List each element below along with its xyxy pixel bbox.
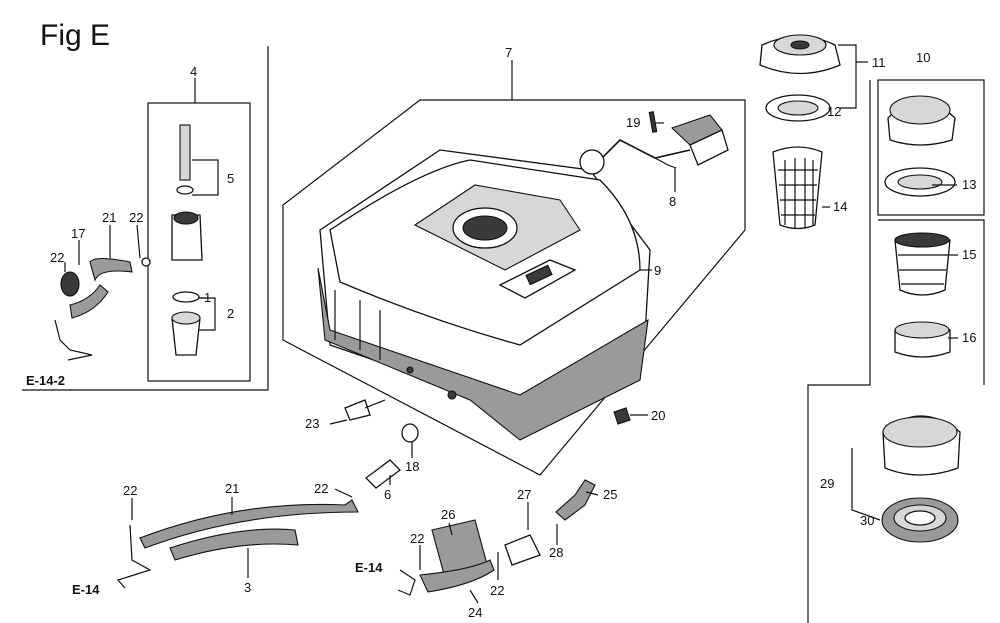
callout-6: 6: [384, 487, 391, 502]
callout-20: 20: [651, 408, 665, 423]
callout-25: 25: [603, 487, 617, 502]
strainer-15-16: [894, 232, 951, 358]
callout-19: 19: [626, 115, 640, 130]
callout-21-lower: 21: [225, 481, 239, 496]
reference-e-14-right: E-14: [355, 560, 383, 575]
callout-16: 16: [962, 330, 976, 345]
reference-e-14-lower: E-14: [72, 582, 100, 597]
callout-12: 12: [827, 104, 841, 119]
callout-15: 15: [962, 247, 976, 262]
callout-numbers: 7 4 5 1 2 21 22 17 22 E-14-2 11 10 12 14…: [26, 45, 976, 620]
callout-8: 8: [669, 194, 676, 209]
fuel-valve-assembly: [60, 124, 203, 356]
callout-28: 28: [549, 545, 563, 560]
callout-17: 17: [71, 226, 85, 241]
callout-21-upper: 21: [102, 210, 116, 225]
callout-29: 29: [820, 476, 834, 491]
callout-2: 2: [227, 306, 234, 321]
callout-27: 27: [517, 487, 531, 502]
callout-22-left: 22: [50, 250, 64, 265]
callout-18: 18: [405, 459, 419, 474]
callout-26: 26: [441, 507, 455, 522]
callout-22-right-a: 22: [410, 531, 424, 546]
callout-14: 14: [833, 199, 847, 214]
callout-7: 7: [505, 45, 512, 60]
cap-and-seal-10-13: [884, 95, 956, 197]
callout-4: 4: [190, 64, 197, 79]
panel-borders: [22, 46, 985, 623]
callout-10: 10: [916, 50, 930, 65]
callout-22-right-b: 22: [490, 583, 504, 598]
callout-30: 30: [860, 513, 874, 528]
callout-9: 9: [654, 263, 661, 278]
callout-23: 23: [305, 416, 319, 431]
reference-e-14-2: E-14-2: [26, 373, 65, 388]
callout-22-lower-left: 22: [123, 483, 137, 498]
fuel-tank: [317, 149, 651, 441]
reference-arrows: [54, 319, 416, 596]
callout-13: 13: [962, 177, 976, 192]
callout-3: 3: [244, 580, 251, 595]
tank-cap-assembly: [759, 34, 841, 230]
callout-1: 1: [204, 290, 211, 305]
callout-11: 11: [872, 55, 886, 70]
fuel-gauge: [579, 111, 729, 175]
cap-and-gasket-29-30: [881, 415, 961, 543]
callout-22-mid: 22: [314, 481, 328, 496]
callout-22-upper: 22: [129, 210, 143, 225]
lower-fuel-lines: [139, 399, 631, 593]
callout-5: 5: [227, 171, 234, 186]
leader-lines: [64, 44, 958, 604]
callout-24: 24: [468, 605, 482, 620]
figure-title: Fig E: [40, 19, 110, 52]
